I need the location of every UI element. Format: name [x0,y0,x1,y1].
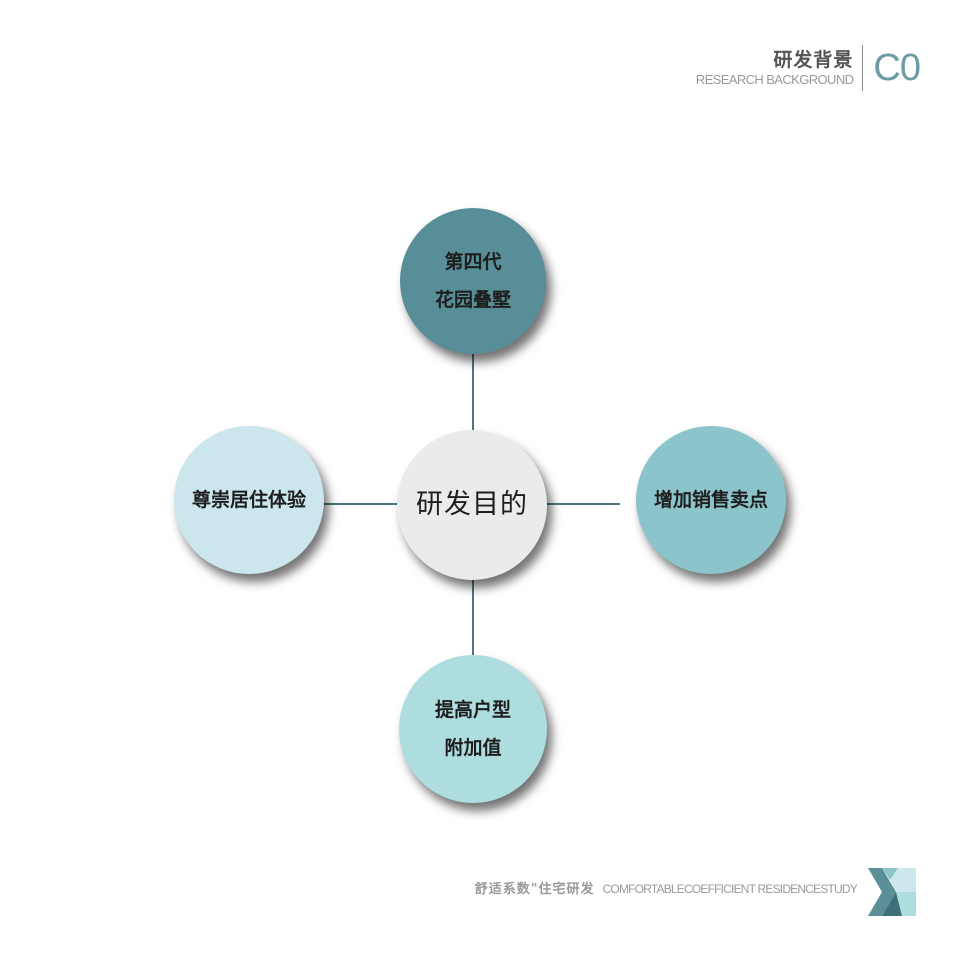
node-living-experience: 尊崇居住体验 [174,426,324,574]
connector-top [472,350,474,432]
footer-text-en: COMFORTABLECOEFFICIENT RESIDENCESTUDY [602,882,858,896]
header-text-block: 研发背景 RESEARCH BACKGROUND [696,48,863,88]
node-unit-value: 提高户型 附加值 [399,655,547,803]
center-label: 研发目的 [416,489,528,520]
section-subtitle: RESEARCH BACKGROUND [695,72,854,87]
connector-bottom [472,578,474,658]
node-label: 增加销售卖点 [653,489,768,511]
node-label: 提高户型 附加值 [434,699,511,759]
node-label: 尊崇居住体验 [191,489,306,511]
section-title: 研发背景 [773,49,854,71]
section-code: C0 [873,47,921,89]
node-fourth-gen-villa: 第四代 花园叠墅 [400,208,546,354]
node-research-purpose: 研发目的 [397,430,547,580]
brand-logo-icon [868,868,916,916]
header-divider [862,45,864,91]
node-selling-points: 增加销售卖点 [636,426,786,574]
connector-right [545,503,620,505]
node-label: 第四代 花园叠墅 [434,251,511,311]
page-header: 研发背景 RESEARCH BACKGROUND C0 [696,42,921,94]
connector-left [320,503,400,505]
page-footer: 舒适系数"住宅研发 COMFORTABLECOEFFICIENT RESIDEN… [474,878,858,897]
footer-text-cn: 舒适系数"住宅研发 [474,882,595,897]
